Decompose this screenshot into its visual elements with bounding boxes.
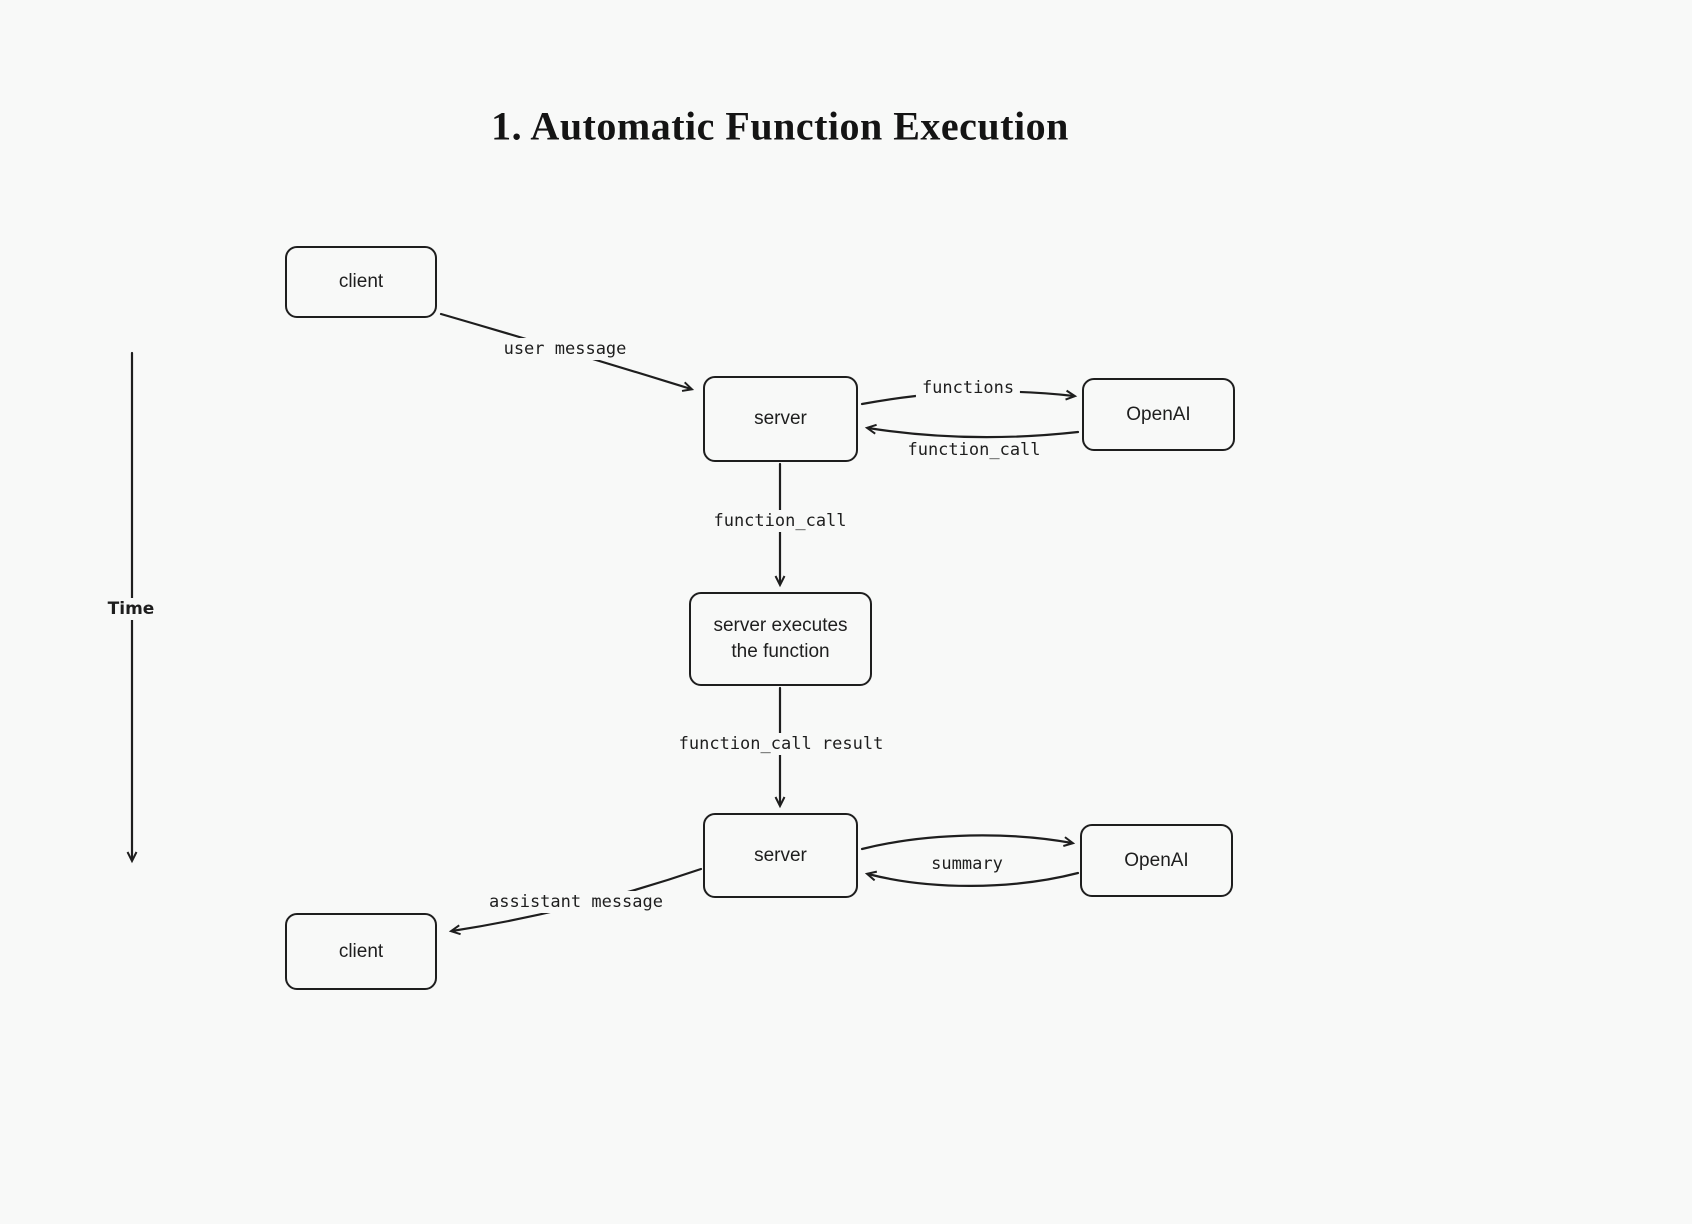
node-client-bottom-label: client (338, 940, 384, 962)
node-server-bottom: server (703, 813, 858, 898)
edge-label-user-message: user message (497, 338, 633, 360)
edge-label-summary: summary (925, 853, 1009, 875)
edge-label-function-call-down: function_call (707, 510, 853, 532)
node-server-top: server (703, 376, 858, 462)
edge-summary-to-server (864, 870, 1080, 887)
node-server-executes: server executes the function (689, 592, 872, 686)
node-openai-top: OpenAI (1082, 378, 1235, 451)
node-openai-top-label: OpenAI (1126, 403, 1191, 425)
edge-label-functions: functions (915, 377, 1021, 399)
edge-function-call-return (864, 423, 1080, 439)
node-client-bottom: client (285, 913, 437, 990)
edge-label-assistant-message: assistant message (483, 891, 669, 913)
edge-label-function-call-return: function_call (901, 439, 1047, 461)
node-client-top: client (285, 246, 437, 318)
node-openai-bottom: OpenAI (1080, 824, 1233, 897)
node-server-top-label: server (754, 408, 807, 430)
node-server-executes-label: server executes the function (713, 615, 848, 662)
edge-summary-to-openai (860, 834, 1076, 851)
node-server-bottom-label: server (754, 844, 807, 866)
time-axis-label: Time (102, 598, 160, 620)
node-client-top-label: client (338, 271, 384, 293)
node-openai-bottom-label: OpenAI (1124, 849, 1189, 871)
edge-label-function-call-result: function_call result (672, 733, 890, 755)
page-title: 1. Automatic Function Execution (491, 103, 1069, 149)
